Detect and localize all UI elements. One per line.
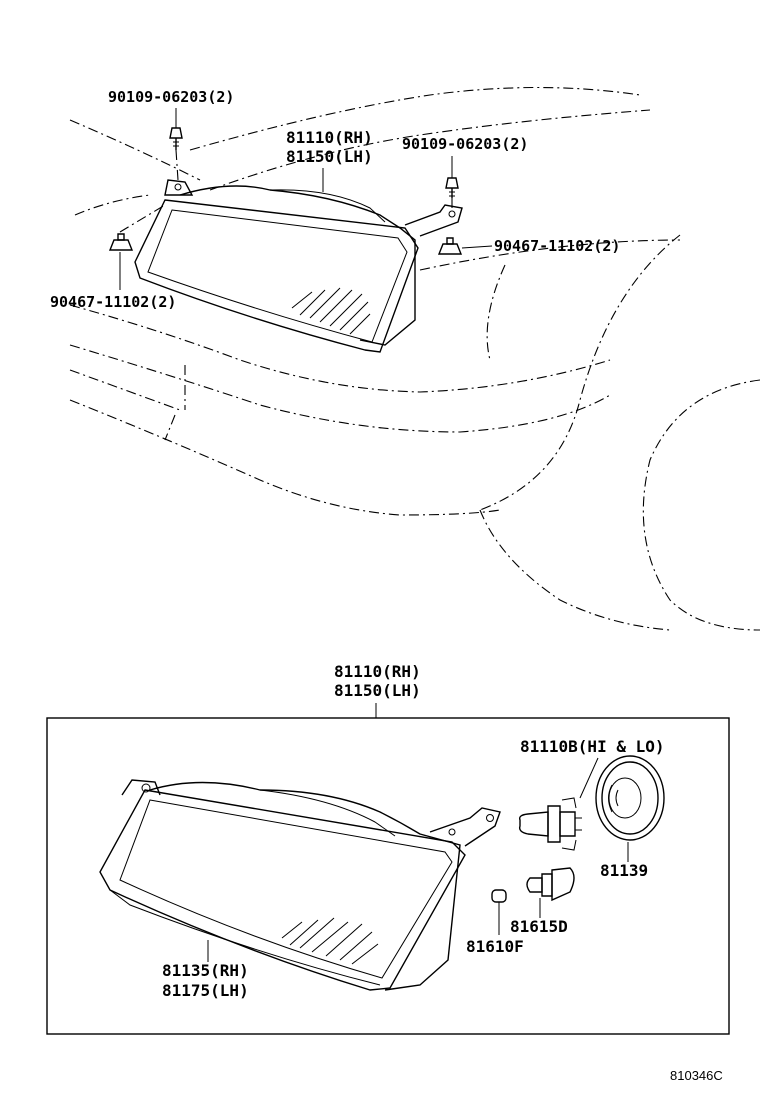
label-nut-right: 90467-11102(2) [494,237,620,255]
label-bolt-right: 90109-06203(2) [402,135,528,153]
side-bulb-icon [526,867,575,902]
headlamp-detail-drawing [99,779,501,991]
label-headlamp-rh-detail: 81110(RH) [334,662,421,681]
leader-lines-detail [207,757,629,962]
vehicle-body-outline [69,86,760,631]
socket-cover-icon [595,755,665,841]
label-lens-lh: 81175(LH) [162,981,249,1000]
detail-frame [46,717,730,1035]
label-bulb: 81110B(HI & LO) [520,737,665,756]
label-headlamp-rh-top: 81110(RH) [286,128,373,147]
label-headlamp-lh-top: 81150(LH) [286,147,373,166]
nut-right-icon [437,237,463,255]
label-lens-rh: 81135(RH) [162,961,249,980]
label-side-socket: 81610F [466,937,524,956]
bolt-right-icon [445,177,459,198]
label-headlamp-lh-detail: 81150(LH) [334,681,421,700]
bolt-left-icon [169,127,183,150]
nut-left-icon [108,233,134,251]
label-socket-cover: 81139 [600,861,648,880]
headlamp-installed-drawing [134,179,463,353]
label-nut-left: 90467-11102(2) [50,293,176,311]
diagram-reference: 810346C [670,1068,723,1083]
label-side-bulb: 81615D [510,917,568,936]
label-bolt-left: 90109-06203(2) [108,88,234,106]
headlight-bulb-icon [518,797,582,851]
side-socket-icon [491,889,507,903]
leader-lines-top [119,108,493,290]
